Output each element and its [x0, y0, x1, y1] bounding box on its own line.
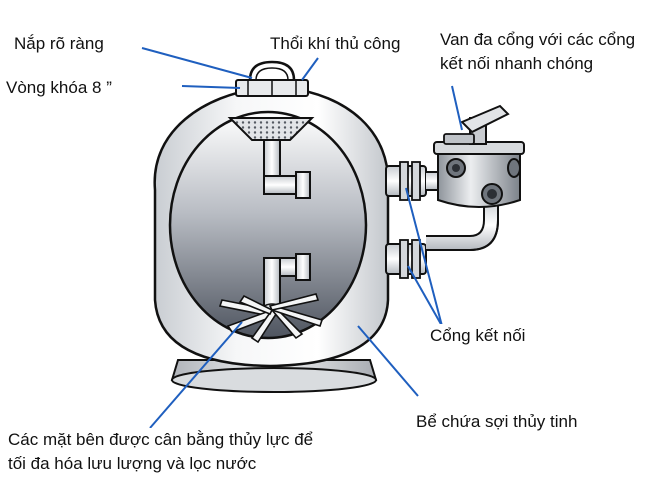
laterals	[218, 293, 324, 344]
connection-ports	[385, 161, 427, 279]
locking-ring-label: Vòng khóa 8 ”	[2, 76, 116, 100]
air-release-label: Thổi khí thủ công	[266, 32, 405, 56]
fiberglass-tank-label: Bể chứa sợi thủy tinh	[412, 410, 582, 434]
lid-assembly	[235, 60, 309, 97]
connection-ports-label: Cổng kết nối	[426, 324, 530, 348]
tank-cutaway	[168, 110, 368, 340]
internal-pipes	[263, 171, 311, 309]
lid-label: Nắp rõ ràng	[10, 32, 108, 56]
multiport-valve-label-line2: kết nối nhanh chóng	[440, 54, 594, 73]
multiport-valve-label: Van đa cổng với các cổng kết nối nhanh c…	[436, 28, 665, 76]
laterals-label: Các mặt bên được cân bằng thủy lực để tố…	[4, 428, 392, 476]
tank-base	[170, 359, 378, 393]
laterals-label-line2: tối đa hóa lưu lượng và lọc nước	[8, 454, 257, 473]
laterals-label-line1: Các mặt bên được cân bằng thủy lực để	[8, 430, 314, 449]
top-diffuser	[227, 117, 315, 183]
leader-lines	[141, 47, 463, 429]
multiport-valve-label-line1: Van đa cổng với các cổng	[440, 30, 636, 49]
multiport-valve	[433, 104, 525, 208]
